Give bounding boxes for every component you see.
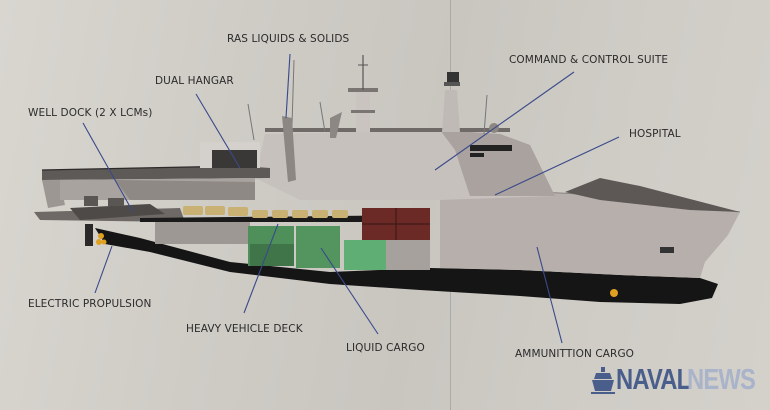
radar-mast [442,90,460,132]
bow-emblem [610,289,618,297]
leader-lines [82,53,620,344]
watermark-news: NEWS [686,363,756,396]
liquid-cargo-tank-1 [248,226,294,266]
lower-hull [95,228,718,304]
label-dual-hangar: DUAL HANGAR [155,75,234,87]
rudder [85,224,93,246]
vehicle-deck-floor [140,215,430,222]
liquid-cargo-tank-3 [344,240,386,270]
flight-deck [42,166,270,180]
label-hospital: HOSPITAL [629,128,681,140]
ship-icon [591,367,615,394]
watermark-naval: NAVAL [616,363,691,396]
landing-craft [70,204,165,220]
label-ammunition-cargo: AMMUNITTION CARGO [515,348,635,360]
vehicles [183,206,348,218]
ras-kingpost [282,116,296,182]
label-liquid-cargo: LIQUID CARGO [346,342,425,354]
label-electric-propulsion: ELECTRIC PROPULSION [28,298,152,310]
label-heavy-vehicle-deck: HEAVY VEHICLE DECK [186,323,303,335]
propeller [98,233,104,239]
bow-hull [440,190,740,278]
label-ras-liquids-solids: RAS LIQUIDS & SOLIDS [227,33,350,45]
naval-news-watermark: NAVAL NEWS [590,363,770,397]
label-command-control-suite: COMMAND & CONTROL SUITE [509,54,669,66]
label-well-dock: WELL DOCK (2 X LCMs) [28,107,153,119]
liquid-cargo-tank-2 [296,226,340,268]
